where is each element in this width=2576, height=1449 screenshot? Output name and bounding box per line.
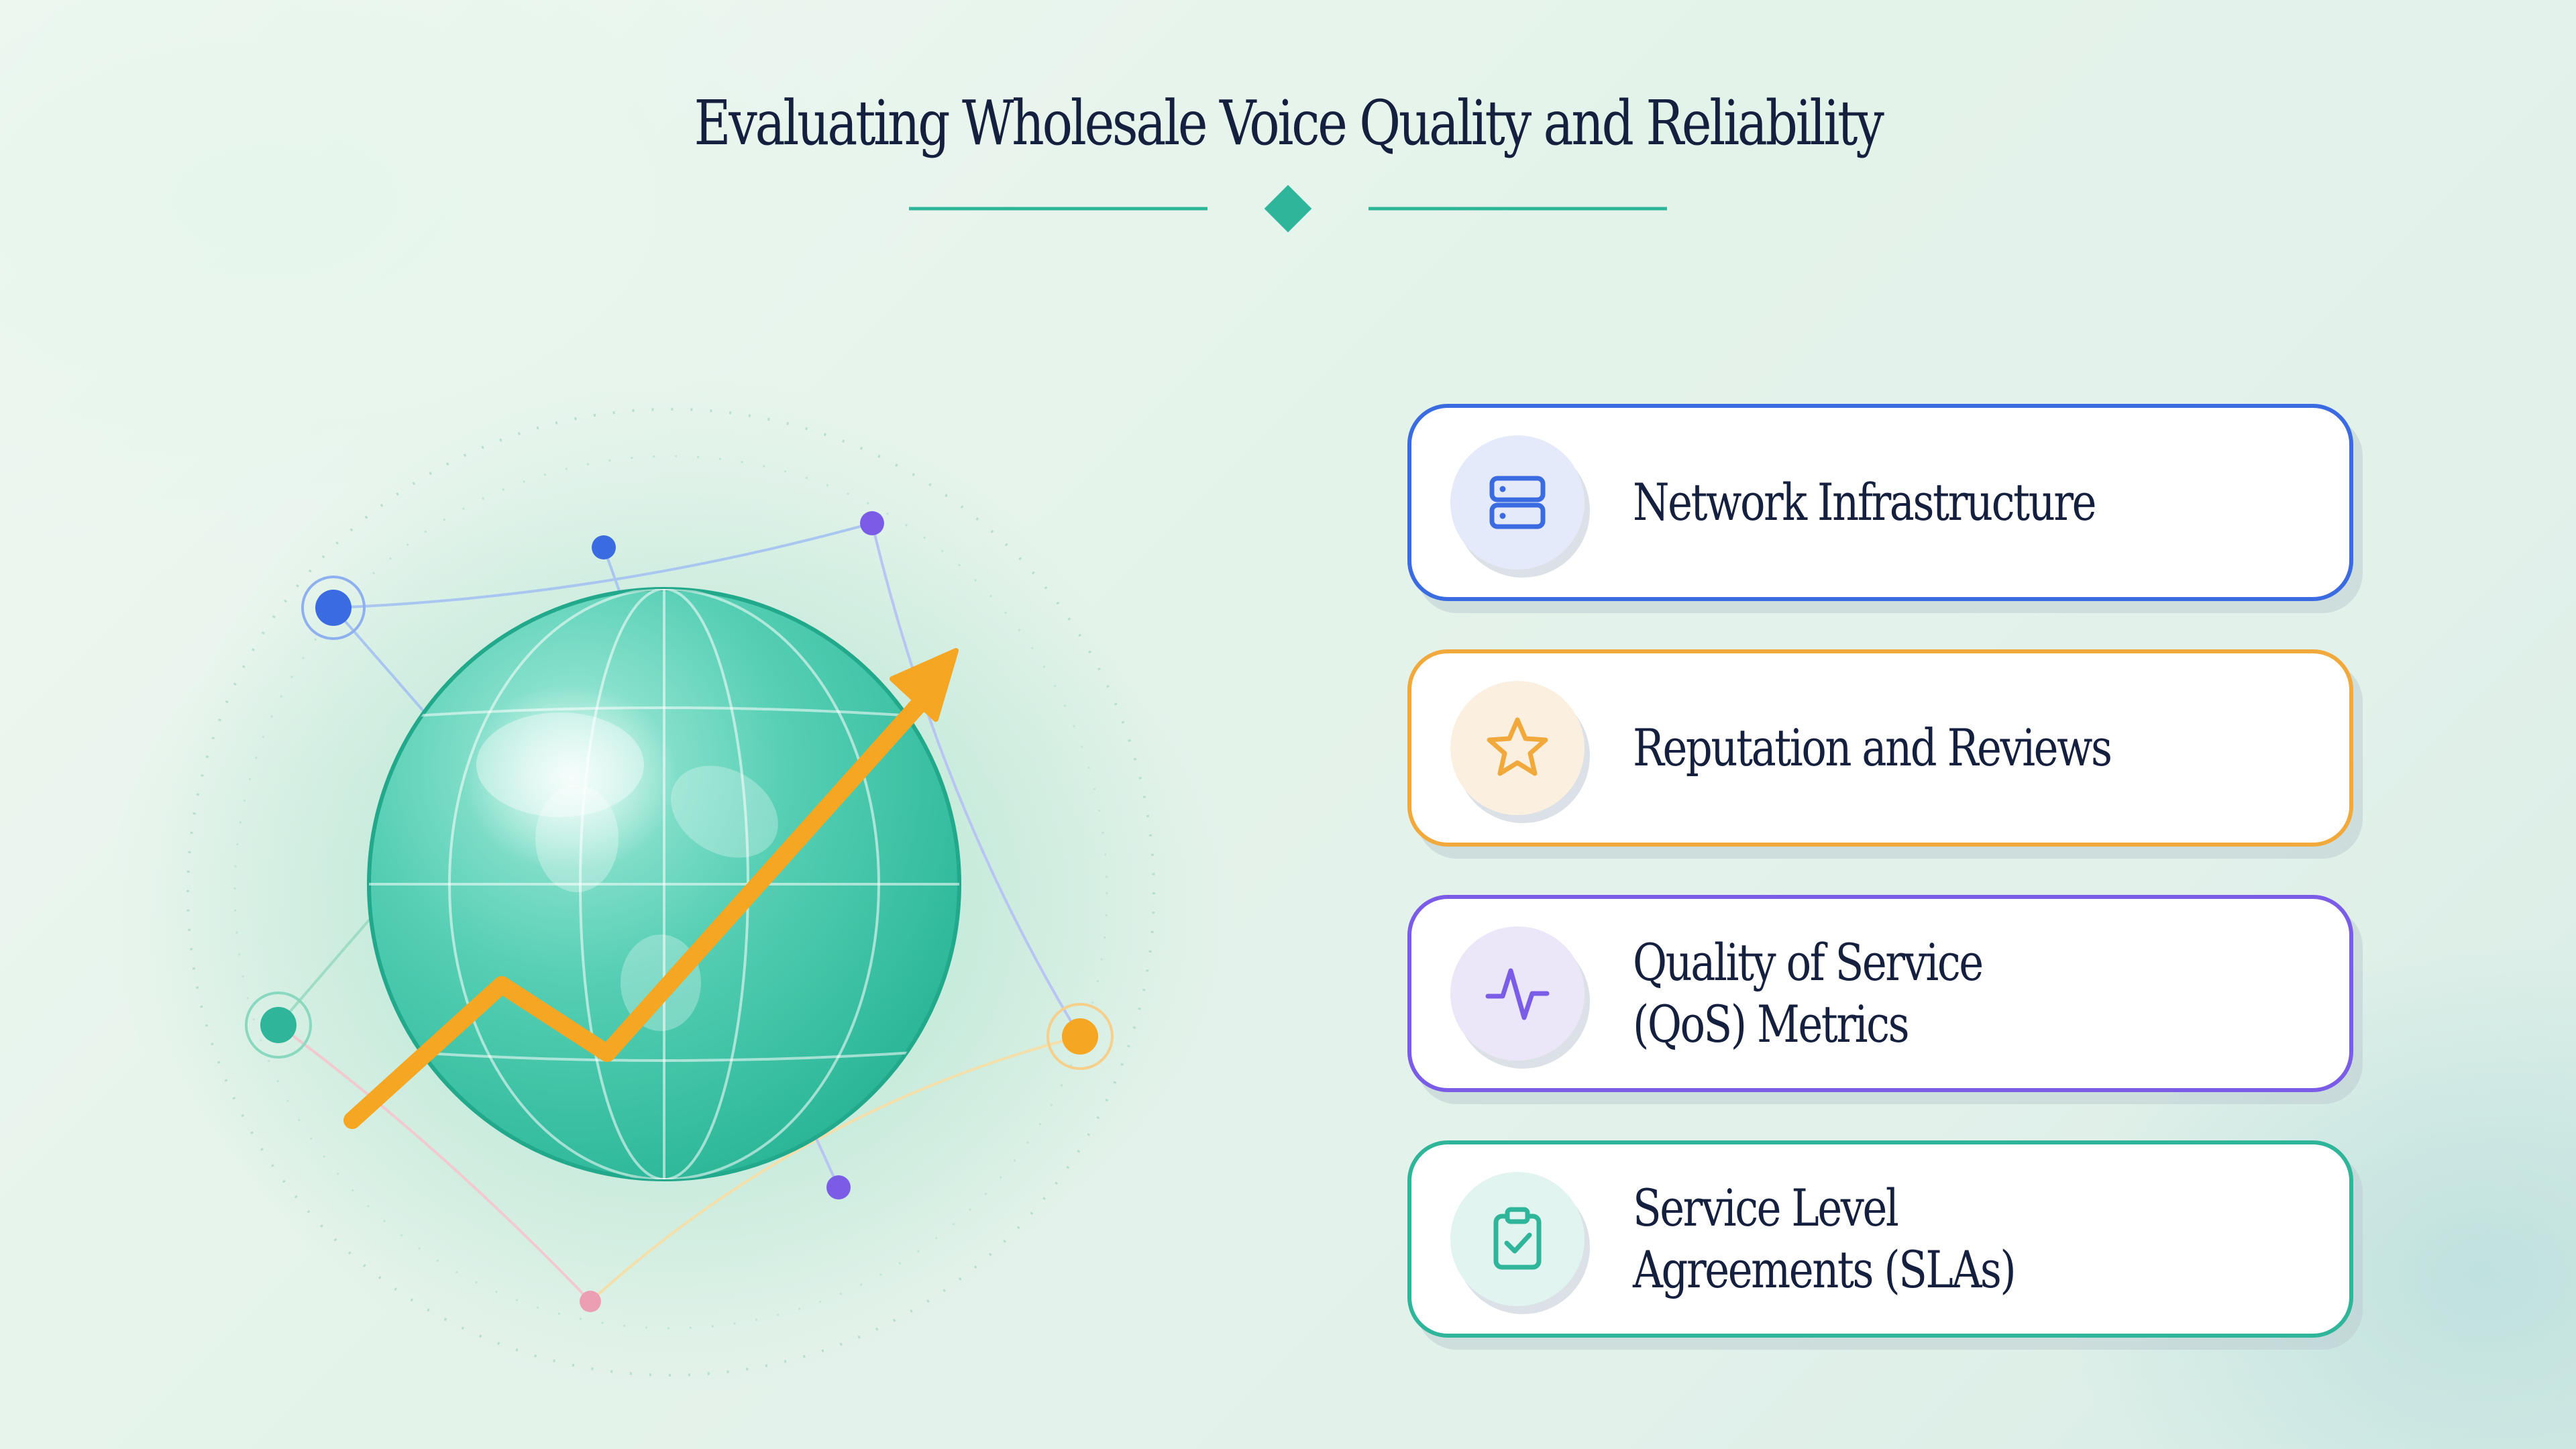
network-node	[260, 1007, 297, 1043]
card-icon-circle	[1450, 1172, 1585, 1306]
globe-illustration	[154, 374, 1174, 1394]
card-icon-circle	[1450, 435, 1585, 570]
page-title: Evaluating Wholesale Voice Quality and R…	[694, 87, 1884, 159]
network-node	[1062, 1018, 1098, 1055]
network-node	[860, 511, 884, 535]
card-sla: Service Level Agreements (SLAs)	[1407, 1140, 2353, 1338]
pulse-icon	[1485, 968, 1550, 1020]
star-icon	[1487, 717, 1548, 776]
card-icon-circle	[1450, 681, 1585, 815]
clipboard-check-icon	[1493, 1207, 1542, 1270]
card-label: Service Level Agreements (SLAs)	[1633, 1178, 2017, 1299]
orbit-ring	[233, 455, 1108, 1330]
orbit-ring	[186, 408, 1155, 1377]
diamond-icon	[1264, 184, 1312, 233]
network-node	[1046, 1003, 1114, 1070]
card-network-infrastructure: Network Infrastructure	[1407, 404, 2353, 601]
network-node	[592, 535, 616, 559]
card-label: Reputation and Reviews	[1633, 718, 2112, 777]
card-qos-metrics: Quality of Service (QoS) Metrics	[1407, 895, 2353, 1092]
card-reputation-reviews: Reputation and Reviews	[1407, 649, 2353, 847]
server-icon	[1489, 476, 1546, 529]
network-node	[301, 576, 366, 640]
network-node	[315, 590, 352, 626]
network-node	[245, 991, 312, 1059]
network-node	[826, 1175, 851, 1199]
card-label: Network Infrastructure	[1633, 472, 2097, 532]
trend-arrow-icon	[343, 648, 959, 1129]
card-label: Quality of Service (QoS) Metrics	[1633, 932, 1984, 1054]
network-node	[580, 1291, 601, 1312]
card-icon-circle	[1450, 926, 1585, 1061]
title-divider	[909, 184, 1667, 233]
